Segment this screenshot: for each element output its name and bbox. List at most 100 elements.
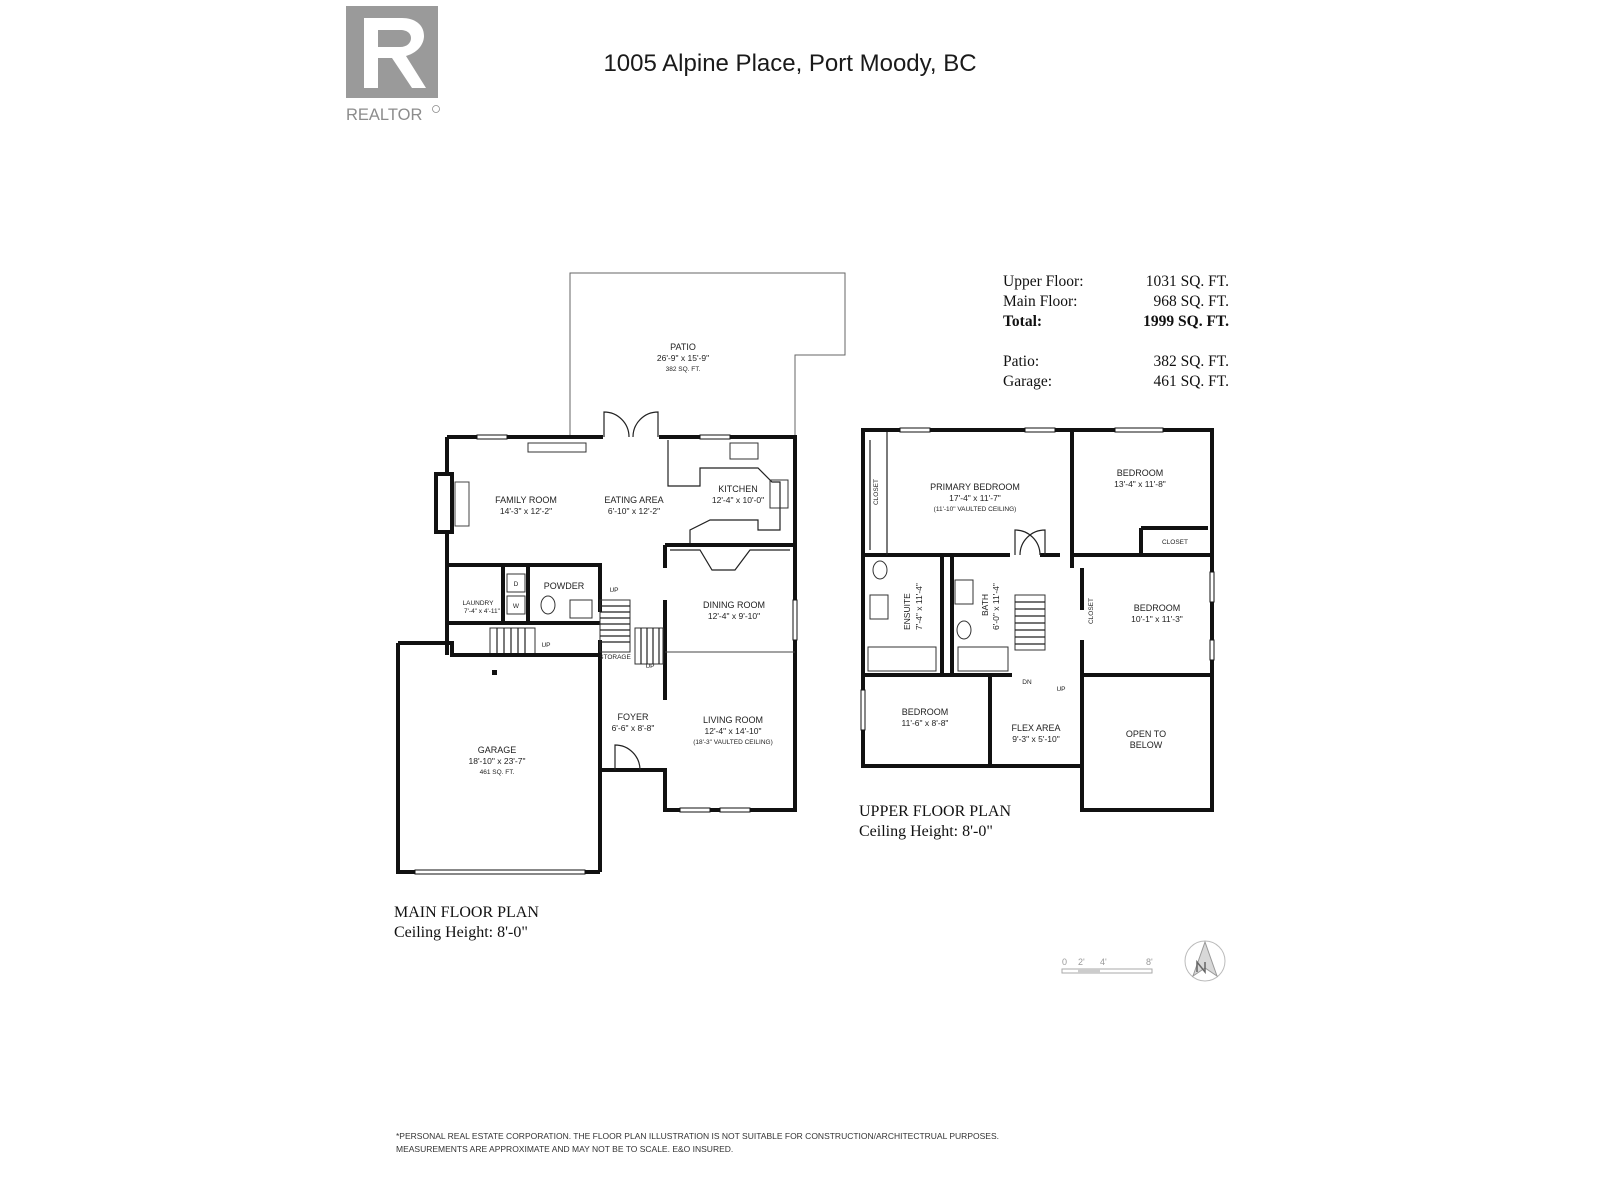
window	[699, 434, 731, 440]
open-to-below-line2: BELOW	[1130, 740, 1163, 750]
area-value: 1031 SQ. FT.	[1145, 273, 1229, 290]
main-floor-ceiling: Ceiling Height: 8'-0"	[394, 924, 528, 941]
bedroom-ne-dims: 13'-4" x 11'-8"	[1114, 479, 1166, 489]
scale-bar: 0 2' 4' 8'	[1061, 957, 1153, 974]
main-floor-title: MAIN FLOOR PLAN	[394, 904, 539, 921]
area-row-total: Total: 1999 SQ. FT.	[1003, 312, 1229, 332]
area-label: Patio:	[1003, 353, 1040, 370]
ensuite-tub	[867, 646, 937, 672]
area-row-main: Main Floor: 968 SQ. FT.	[1003, 292, 1229, 312]
storage-label: STORAGE	[599, 654, 631, 661]
garage-stairs-up-mark: UP	[541, 642, 550, 649]
ensuite-toilet	[872, 560, 888, 580]
main-stairs	[489, 599, 664, 665]
bath-toilet	[956, 620, 972, 640]
dryer-mark: D	[514, 581, 519, 588]
scale-bar-outline	[1061, 968, 1153, 974]
area-row-patio: Patio: 382 SQ. FT.	[1003, 352, 1229, 372]
powder-label: POWDER	[544, 581, 585, 591]
upper-stairs-down-mark: DN	[1022, 679, 1032, 686]
area-summary: Upper Floor: 1031 SQ. FT. Main Floor: 96…	[1003, 272, 1229, 392]
property-address: 1005 Alpine Place, Port Moody, BC	[603, 50, 977, 77]
flex-area-label: FLEX AREA	[1011, 723, 1060, 733]
window	[719, 807, 751, 813]
area-row-upper: Upper Floor: 1031 SQ. FT.	[1003, 272, 1229, 292]
kitchen-range	[769, 479, 789, 509]
fireplace-hearth	[454, 481, 470, 527]
foyer-label: FOYER	[617, 712, 649, 722]
scale-tick-label: 8'	[1146, 957, 1153, 967]
upper-floor-exterior-walls	[861, 428, 1214, 812]
primary-bedroom-label: PRIMARY BEDROOM	[930, 482, 1020, 492]
window	[1114, 427, 1164, 433]
laundry-dims: 7'-4" x 4'-11"	[464, 608, 501, 615]
closet-walls	[1139, 526, 1208, 555]
area-label: Garage:	[1003, 373, 1053, 390]
scale-tick-label: 0	[1062, 957, 1067, 967]
garage-area: 461 SQ. FT.	[480, 769, 515, 776]
fireplace	[434, 472, 454, 534]
bedroom-sw-dims: 11'-6" x 8'-8"	[902, 718, 949, 728]
upper-floor-title-block: UPPER FLOOR PLAN Ceiling Height: 8'-0"	[859, 802, 1011, 842]
realtor-logo: REALTOR	[346, 6, 440, 124]
patio-outline	[569, 272, 846, 437]
living-room-label: LIVING ROOM	[703, 715, 763, 725]
area-spacer	[1003, 332, 1229, 352]
ensuite-label: ENSUITE	[902, 593, 912, 630]
counter	[527, 442, 587, 453]
bedroom-ne-label: BEDROOM	[1117, 468, 1164, 478]
area-value: 382 SQ. FT.	[1153, 353, 1229, 370]
disclaimer: *PERSONAL REAL ESTATE CORPORATION. THE F…	[396, 1130, 1096, 1156]
dryer	[506, 573, 526, 593]
kitchen-dims: 12'-4" x 10'-0"	[712, 495, 764, 505]
area-value: 968 SQ. FT.	[1153, 293, 1229, 310]
kitchen-label: KITCHEN	[718, 484, 758, 494]
area-value: 461 SQ. FT.	[1153, 373, 1229, 390]
window	[679, 807, 711, 813]
dining-bay	[670, 549, 790, 571]
upper-stairs-up-mark: UP	[1056, 686, 1065, 693]
bath-walls	[863, 555, 1084, 766]
powder-sink	[569, 599, 593, 619]
window	[860, 689, 866, 731]
bath-sink	[954, 579, 974, 605]
living-room-note: (18'-3" VAULTED CEILING)	[693, 739, 773, 746]
front-door-swing	[614, 744, 641, 771]
dining-room-label: DINING ROOM	[703, 600, 765, 610]
kitchen-counter	[667, 440, 781, 545]
ensuite-sink	[869, 594, 889, 620]
garage-post	[492, 670, 497, 675]
bath-tub	[957, 646, 1009, 672]
primary-bedroom-note: (11'-10" VAULTED CEILING)	[934, 506, 1017, 513]
window	[476, 434, 508, 440]
washer-mark: W	[513, 603, 520, 610]
eating-area-dims: 6'-10" x 12'-2"	[608, 506, 660, 516]
area-value: 1999 SQ. FT.	[1143, 313, 1229, 330]
upper-stairs	[1014, 594, 1046, 651]
patio-door-swing	[603, 411, 659, 438]
window	[1024, 427, 1056, 433]
bath-dims: 6'-0" x 11'-4"	[991, 583, 1001, 630]
bedroom-e-label: BEDROOM	[1134, 603, 1181, 613]
kitchen-sink	[729, 442, 759, 460]
washer	[506, 595, 526, 615]
area-label: Main Floor:	[1003, 293, 1078, 310]
scale-tick-label: 4'	[1100, 957, 1107, 967]
area-row-garage: Garage: 461 SQ. FT.	[1003, 372, 1229, 392]
patio-dims: 26'-9" x 15'-9"	[657, 353, 709, 363]
realtor-logo-text: REALTOR	[346, 106, 422, 124]
primary-door-swing	[1014, 529, 1046, 556]
laundry-label: LAUNDRY	[463, 600, 495, 607]
garage-label: GARAGE	[478, 745, 517, 755]
primary-closet-label: CLOSET	[873, 479, 880, 505]
stairs-up-mark: UP	[609, 587, 618, 594]
upper-interior-walls	[863, 553, 1212, 677]
realtor-r-mark	[364, 18, 426, 88]
bedroom-sw-label: BEDROOM	[902, 707, 949, 717]
laundry-walls	[447, 565, 600, 625]
ensuite-dims: 7'-4" x 11'-4"	[914, 583, 924, 630]
window	[792, 599, 798, 641]
family-room-dims: 14'-3" x 12'-2"	[500, 506, 552, 516]
window	[899, 427, 931, 433]
